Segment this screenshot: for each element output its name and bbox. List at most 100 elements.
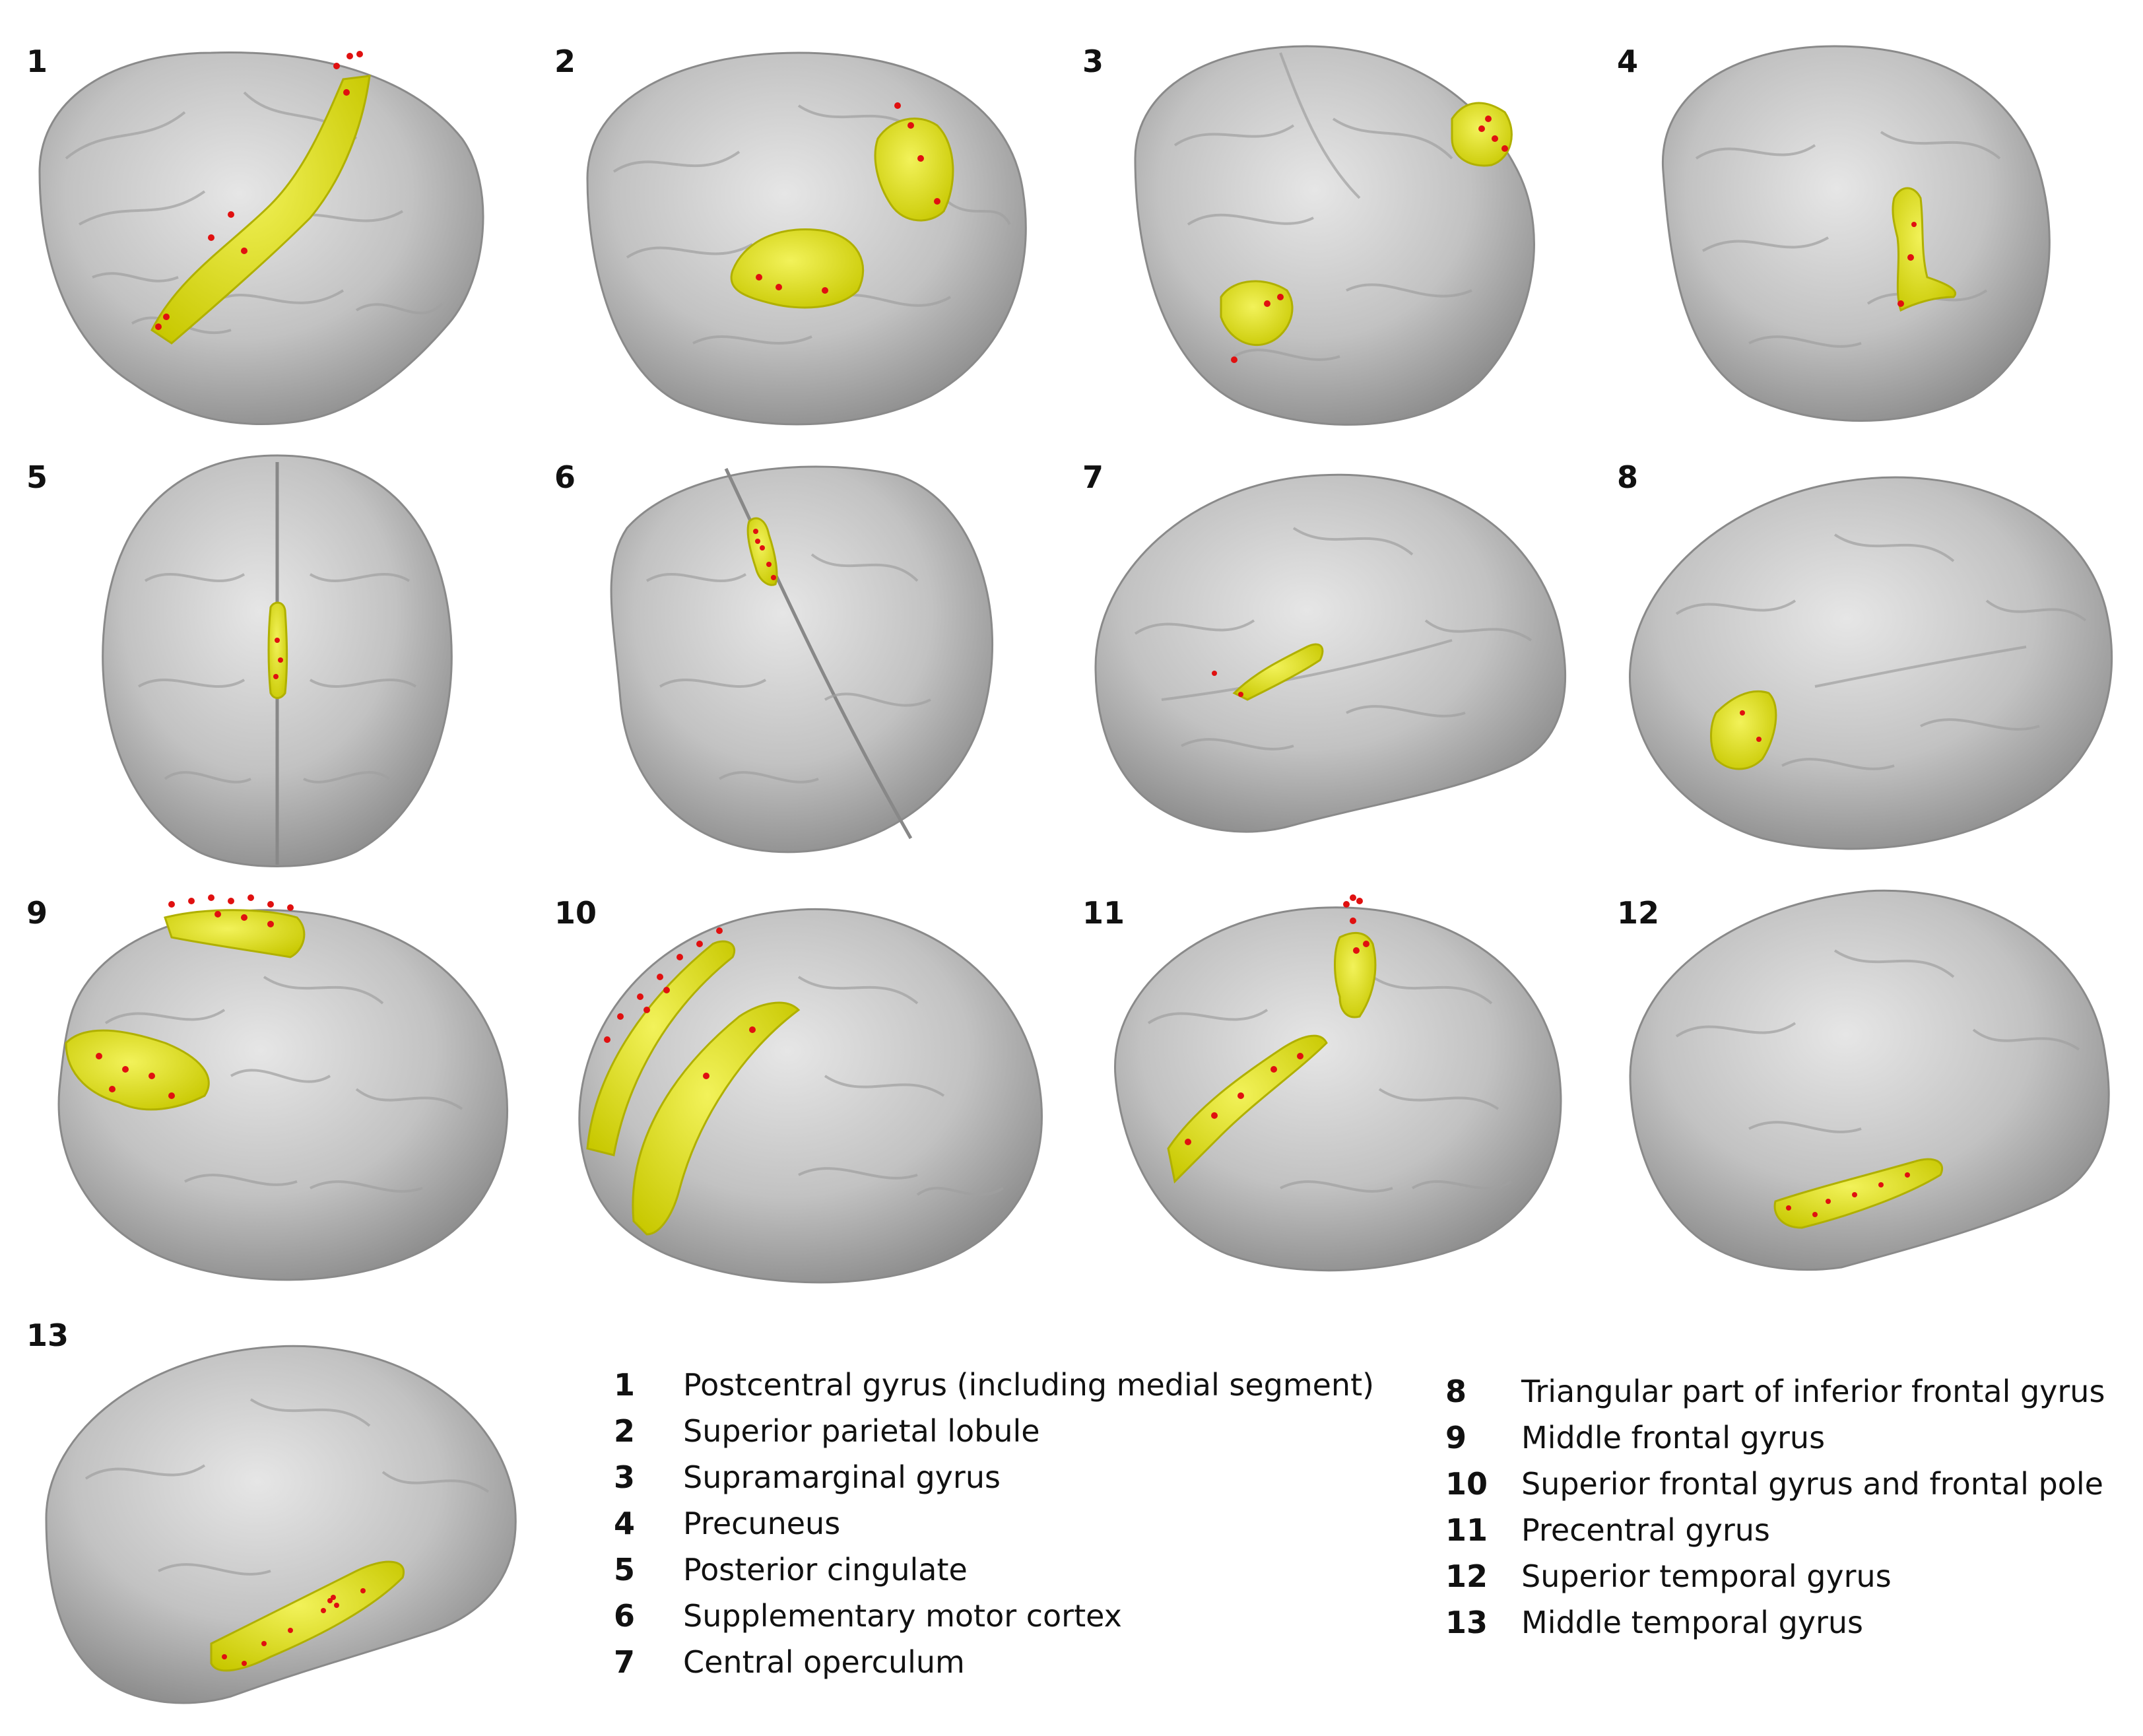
brain-surface [57,909,509,1281]
markers [1231,116,1508,363]
legend-label: Supplementary motor cortex [683,1598,1122,1634]
gyri-texture [1147,976,1513,1193]
panel-8-number: 8 [1617,459,1639,495]
gyri-texture [1675,533,2087,770]
panel-2: 2 [548,26,1063,455]
legend-label: Triangular part of inferior frontal gyru… [1521,1374,2105,1409]
region-highlight [267,601,288,699]
brain-surface [1629,889,2110,1271]
gyri-texture [797,976,1005,1196]
legend-label: Superior parietal lobule [683,1413,1040,1449]
gyri-texture [1173,52,1472,361]
region-highlight-b [1334,931,1377,1018]
region-highlight-b [1220,280,1294,347]
panel-11: 11 [1082,878,1597,1307]
legend-label: Middle frontal gyrus [1521,1420,1826,1455]
panel-13-number: 13 [26,1318,69,1353]
gyri-texture [1675,949,2080,1133]
legend-number: 11 [1445,1512,1488,1548]
panel-2-number: 2 [554,44,576,79]
gyri-texture [84,1398,490,1576]
legend-label: Central operculum [683,1644,965,1680]
gyri-texture [137,573,417,784]
legend-number: 8 [1445,1374,1467,1409]
brain-render-1 [38,51,484,425]
panel-3: 3 [1082,26,1597,455]
region-highlight-a [586,940,736,1156]
brain-render-5 [102,454,453,867]
gyri-texture [104,976,463,1193]
brain-render-4 [1661,45,2051,422]
panel-13: 13 [13,1307,528,1736]
region-highlight-b [632,1001,801,1236]
brain-render-6 [610,465,994,853]
legend-label: Postcentral gyrus (including medial segm… [683,1367,1375,1403]
panel-12-number: 12 [1617,895,1660,931]
gyri-texture [1695,131,2001,348]
legend-number: 1 [614,1367,636,1403]
panel-9-number: 9 [26,895,48,931]
legend-label: Superior temporal gyrus [1521,1558,1892,1594]
gyri-texture [645,553,931,784]
brain-render-12 [1629,889,2110,1271]
panel-5-number: 5 [26,459,48,495]
legend-label: Superior frontal gyrus and frontal pole [1521,1466,2103,1502]
markers [1740,710,1762,742]
markers [1786,1172,1910,1217]
panel-7: 7 [1082,449,1597,878]
legend-label: Posterior cingulate [683,1552,968,1587]
panel-3-number: 3 [1082,44,1104,79]
region-highlight [1710,690,1777,770]
gyri-texture [1134,527,1533,751]
region-highlight [1892,187,1956,312]
brain-surface [1661,45,2051,422]
panel-12: 12 [1617,878,2132,1307]
brain-render-3 [1134,45,1535,426]
region-highlight-b [874,117,954,222]
panel-6: 6 [548,449,1063,878]
markers [1185,894,1369,1145]
legend-number: 7 [614,1644,636,1680]
panel-7-number: 7 [1082,459,1104,495]
brain-surface [1094,473,1566,833]
markers [96,894,294,1099]
markers [604,927,756,1079]
panel-6-number: 6 [554,459,576,495]
legend-number: 13 [1445,1605,1488,1640]
legend-number: 2 [614,1413,636,1449]
brain-render-10 [578,908,1043,1284]
panel-4: 4 [1617,26,2132,455]
legend-label: Precentral gyrus [1521,1512,1770,1548]
brain-render-9 [57,894,509,1281]
brain-render-7 [1094,473,1566,833]
panel-8: 8 [1617,449,2132,878]
legend-label: Supramarginal gyrus [683,1459,1001,1495]
markers [222,1588,366,1666]
brain-render-13 [45,1345,517,1704]
panel-1: 1 [13,26,528,455]
markers [1212,671,1243,697]
legend-label: Middle temporal gyrus [1521,1605,1864,1640]
legend-number: 4 [614,1506,636,1541]
region-highlight [1232,643,1324,701]
panel-11-number: 11 [1082,895,1125,931]
brain-render-11 [1114,894,1562,1272]
markers [1897,222,1917,307]
legend-number: 5 [614,1552,636,1587]
markers [756,102,940,294]
region-highlight-a [1451,102,1513,167]
panel-1-number: 1 [26,44,48,79]
panel-10-number: 10 [554,895,597,931]
region-highlight-a [1167,1034,1328,1184]
region-highlight [1773,1158,1943,1229]
brain-render-2 [586,51,1027,426]
panel-5: 5 [13,449,528,878]
panel-4-number: 4 [1617,44,1639,79]
brain-surface [1629,476,2113,850]
region-highlight [150,75,371,345]
brain-surface [1114,906,1562,1272]
region-highlight-b [65,1029,210,1111]
legend-label: Precuneus [683,1506,841,1541]
legend-number: 10 [1445,1466,1488,1502]
region-highlight [746,517,778,586]
